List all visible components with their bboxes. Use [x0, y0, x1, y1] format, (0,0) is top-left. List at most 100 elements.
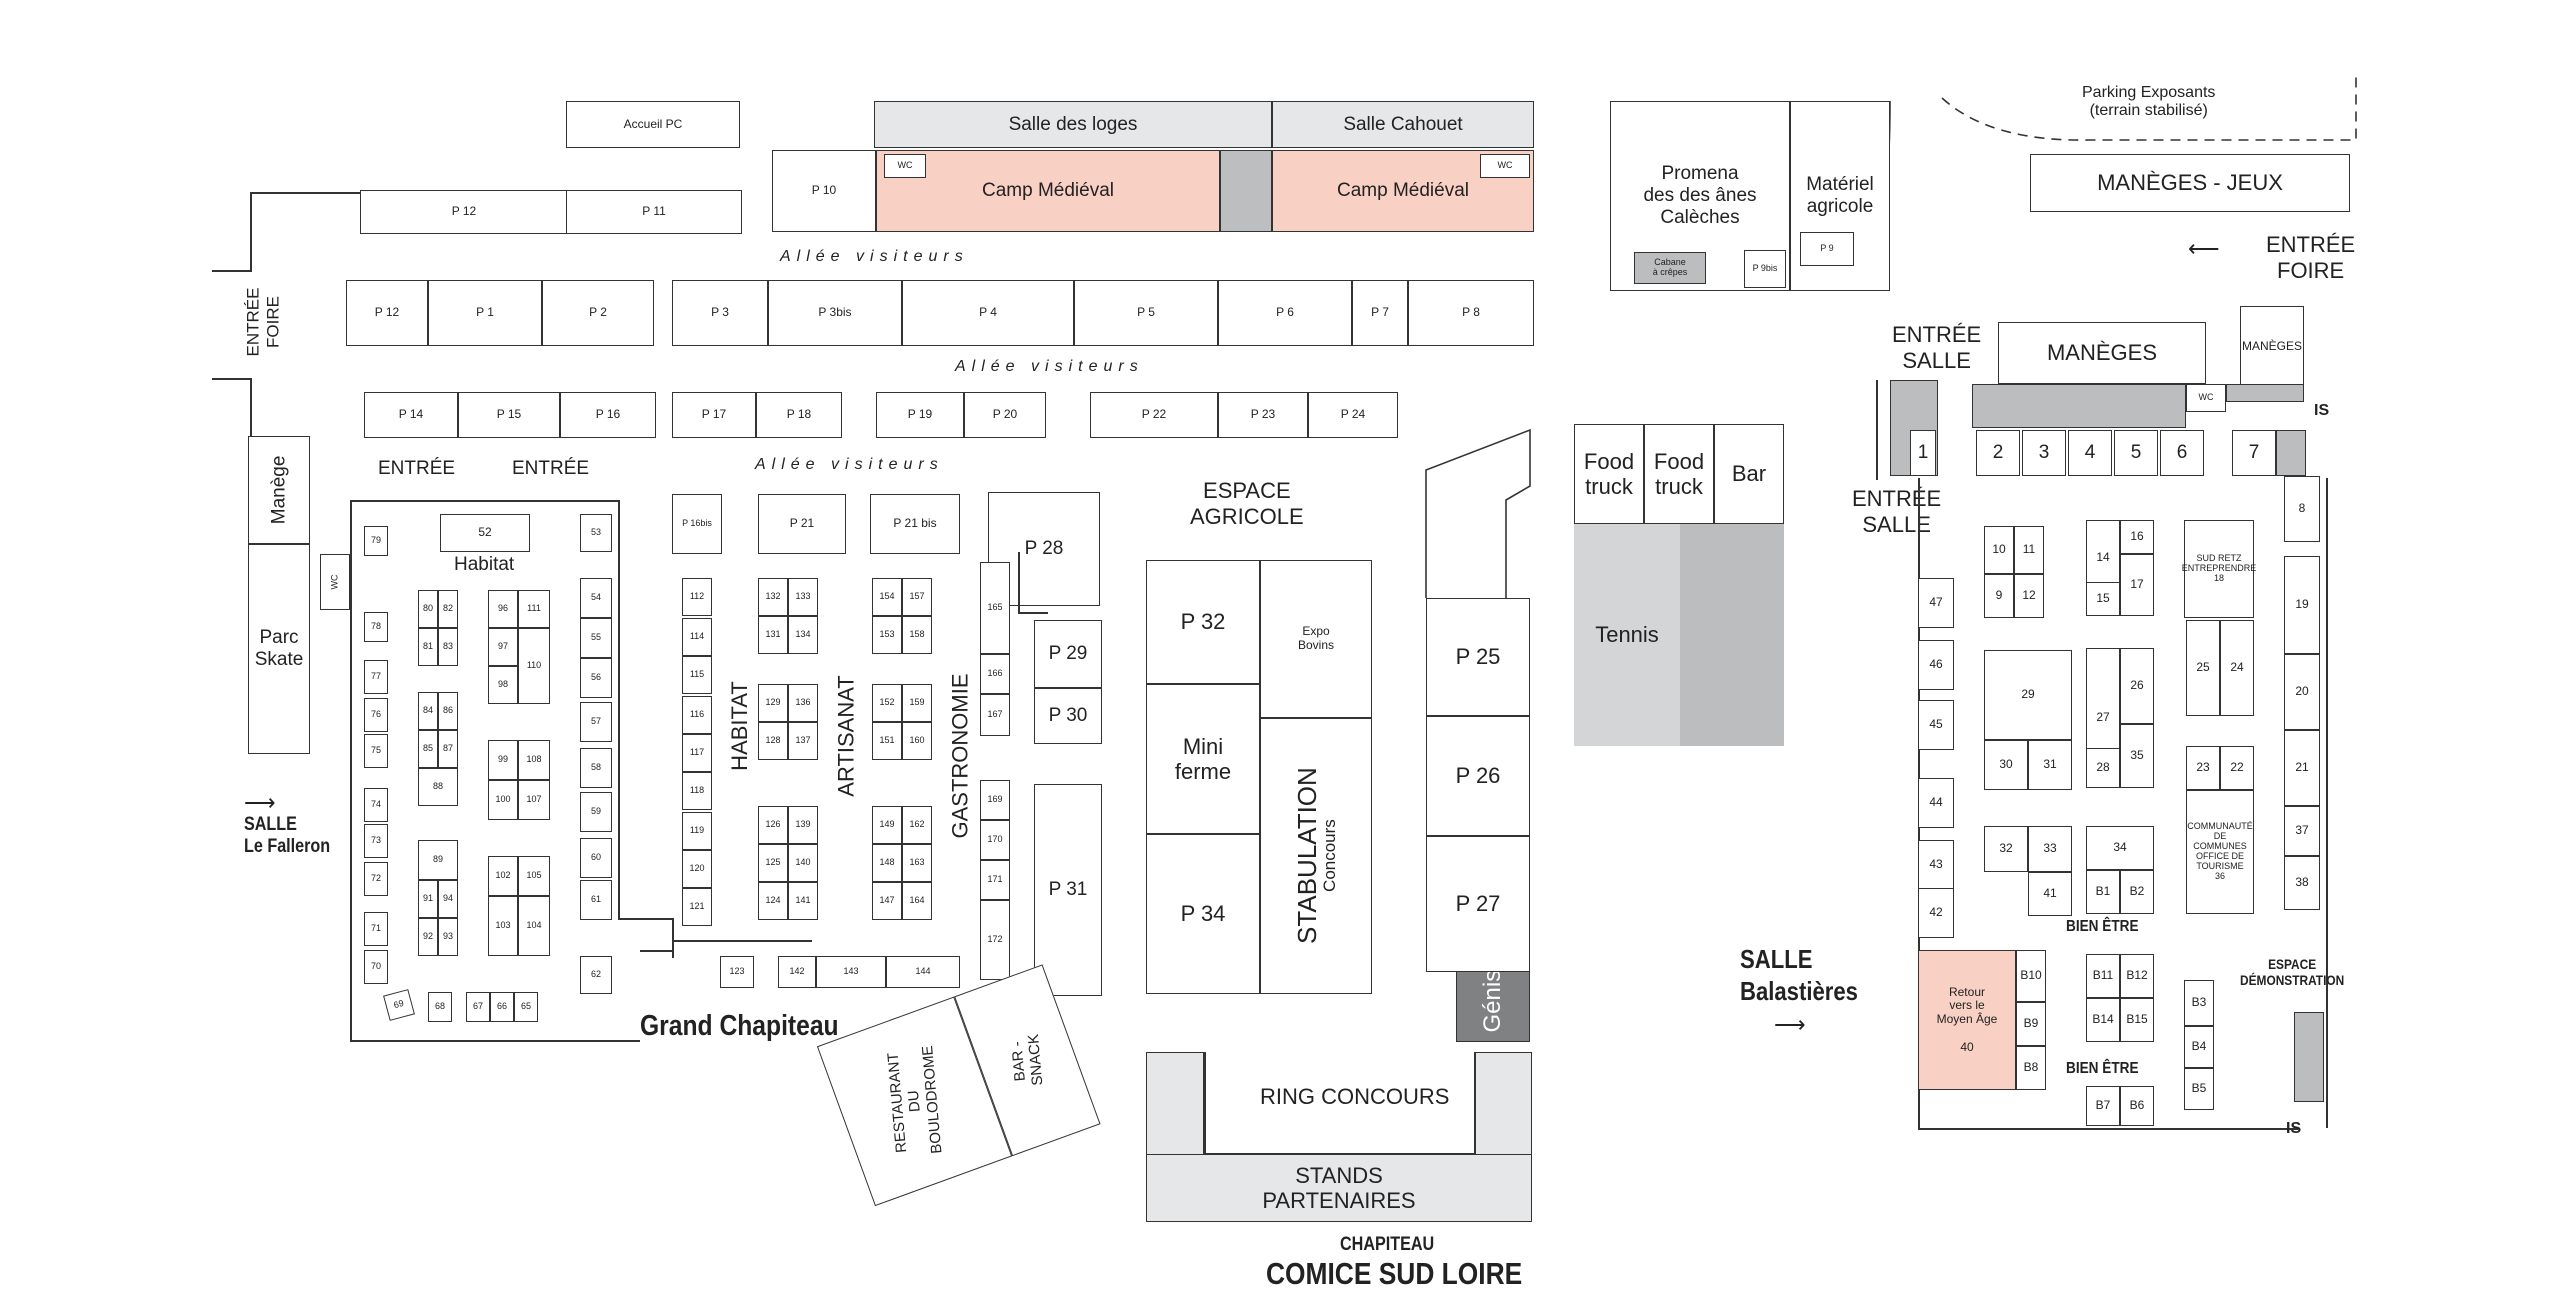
stand-p3bis: P 3bis — [768, 280, 902, 346]
stand-158-label: 158 — [909, 629, 925, 640]
wall-line — [2326, 478, 2328, 1128]
stand-98-label: 98 — [497, 679, 508, 690]
stand-2: 2 — [1976, 430, 2020, 476]
salle-cahouet-label: Salle Cahouet — [1343, 113, 1463, 135]
stand-61-label: 61 — [590, 894, 601, 905]
stand-p8: P 8 — [1408, 280, 1534, 346]
stand-b15-label: B15 — [2126, 1012, 2148, 1027]
stand-124-label: 124 — [765, 895, 781, 906]
stand-69-label: 69 — [392, 997, 405, 1011]
stand-119-label: 119 — [689, 825, 705, 836]
entree-salle-2: ENTRÉE SALLE — [1852, 486, 1942, 537]
stand-30: 30 — [1984, 740, 2028, 790]
stand-120-label: 120 — [689, 863, 705, 874]
allee-visiteurs-2: Allée visiteurs — [955, 358, 1144, 375]
stand-p17: P 17 — [672, 392, 756, 438]
tennis-label: Tennis — [1595, 622, 1659, 648]
stand-33-label: 33 — [2043, 841, 2057, 856]
stand-80-label: 80 — [422, 603, 433, 614]
stand-62-label: 62 — [590, 969, 601, 980]
stand-p31: P 31 — [1034, 784, 1102, 996]
wall-line — [212, 270, 252, 272]
bien-etre-1: BIEN ÊTRE — [2066, 918, 2139, 935]
stand-25: 25 — [2186, 620, 2220, 716]
wall-line — [1204, 1052, 1206, 1154]
stand-b14-label: B14 — [2092, 1012, 2114, 1027]
stand-p2-label: P 2 — [589, 305, 607, 320]
stand-p2: P 2 — [542, 280, 654, 346]
entree-2: ENTRÉE — [512, 458, 590, 479]
espace-agricole: ESPACE AGRICOLE — [1190, 478, 1304, 529]
cabane-crepes-label: Cabane à crêpes — [1652, 257, 1688, 277]
stand-19-label: 19 — [2295, 597, 2309, 612]
wc-3: WC — [320, 554, 350, 610]
stand-152-label: 152 — [879, 697, 895, 708]
wall-line — [618, 918, 674, 920]
stand-4: 4 — [2068, 430, 2112, 476]
stand-142-label: 142 — [789, 966, 805, 977]
stand-p23: P 23 — [1218, 392, 1308, 438]
stand-p7-label: P 7 — [1371, 305, 1389, 320]
wall-line — [350, 500, 352, 1040]
stand-10-label: 10 — [1992, 542, 2006, 557]
maneges-1-label: MANÈGES — [2046, 340, 2158, 366]
stand-77-label: 77 — [370, 671, 381, 682]
food-truck-2: Food truck — [1644, 424, 1714, 524]
wall-line — [1204, 1153, 1474, 1155]
salle-block-3 — [2226, 384, 2304, 402]
food-truck-2-label: Food truck — [1653, 448, 1705, 499]
mini-ferme-label: Mini ferme — [1174, 733, 1232, 784]
stand-20-label: 20 — [2295, 684, 2309, 699]
stand-70-label: 70 — [370, 961, 381, 972]
stand-97: 97 — [488, 628, 518, 666]
wall-line — [618, 500, 620, 920]
stand-159: 159 — [902, 684, 932, 722]
stand-b10-label: B10 — [2020, 968, 2042, 983]
stand-157: 157 — [902, 578, 932, 616]
wall-line — [1876, 380, 1878, 480]
stand-p3-label: P 3 — [711, 305, 729, 320]
stand-128: 128 — [758, 722, 788, 760]
stand-57: 57 — [580, 702, 612, 742]
salle-balastieres-1: SALLE — [1740, 944, 1813, 974]
stand-100: 100 — [488, 780, 518, 820]
stand-149: 149 — [872, 806, 902, 844]
stand-154-label: 154 — [879, 591, 895, 602]
stand-163-label: 163 — [909, 857, 925, 868]
wall-line — [250, 378, 252, 478]
stand-38: 38 — [2284, 856, 2320, 910]
stand-79-label: 79 — [370, 535, 381, 546]
stand-p31-label: P 31 — [1048, 879, 1088, 901]
stand-110: 110 — [518, 628, 550, 704]
stand-29-label: 29 — [2021, 687, 2035, 702]
stand-b1-label: B1 — [2095, 884, 2111, 899]
stand-b11: B11 — [2086, 954, 2120, 998]
stand-54-label: 54 — [590, 592, 601, 603]
stand-7: 7 — [2232, 430, 2276, 476]
stand-165-label: 165 — [987, 602, 1003, 613]
stand-117-label: 117 — [689, 747, 705, 758]
stand-9-label: 9 — [1995, 588, 2003, 603]
stand-p22-label: P 22 — [1141, 407, 1167, 422]
camp-divider — [1220, 150, 1272, 232]
stand-151-label: 151 — [879, 735, 895, 746]
stand-123: 123 — [720, 956, 754, 988]
stand-p29-label: P 29 — [1048, 643, 1088, 665]
wall-line — [212, 378, 252, 380]
stand-97-label: 97 — [497, 641, 508, 652]
stand-36-label: COMMUNAUTÉ DE COMMUNES OFFICE DE TOURISM… — [2187, 821, 2253, 881]
stand-34: 34 — [2086, 826, 2154, 870]
stand-115-label: 115 — [689, 669, 705, 680]
stand-94-label: 94 — [442, 893, 453, 904]
stand-83: 83 — [438, 628, 458, 666]
stand-5: 5 — [2114, 430, 2158, 476]
wall-line — [1474, 1052, 1476, 1154]
stand-16-label: 16 — [2130, 529, 2144, 544]
stand-85: 85 — [418, 730, 438, 768]
stand-116-label: 116 — [689, 709, 705, 720]
stand-p11: P 11 — [566, 190, 742, 234]
maneges-jeux-label: MANÈGES - JEUX — [2097, 170, 2283, 196]
stand-81-label: 81 — [422, 641, 433, 652]
stand-p18: P 18 — [756, 392, 842, 438]
